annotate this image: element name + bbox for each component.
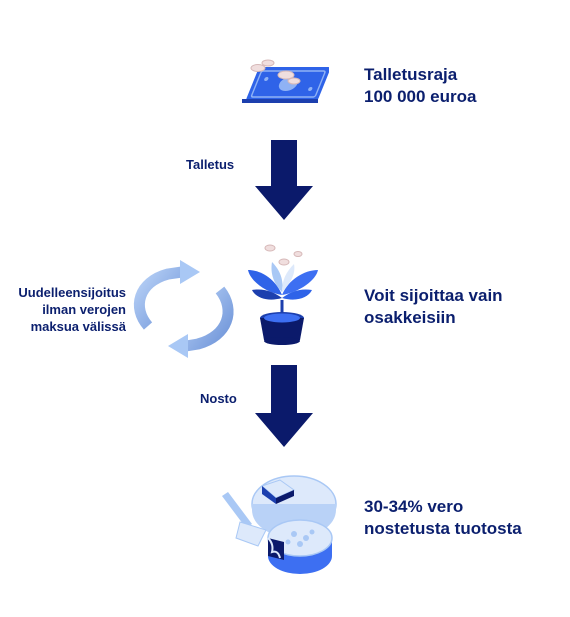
down-arrow-icon	[255, 140, 313, 220]
money-bill-icon	[234, 55, 329, 113]
deposit-label: Talletus	[186, 157, 235, 172]
reinvest-label: Uudelleensijoitus ilman verojen maksua v…	[18, 285, 126, 334]
tax-label: 30-34% vero nostetusta tuotosta	[364, 497, 522, 538]
potted-plant-icon	[244, 240, 322, 348]
withdraw-label: Nosto	[200, 391, 237, 406]
deposit-limit-label: Talletusraja 100 000 euroa	[364, 65, 477, 106]
down-arrow-icon	[255, 365, 313, 447]
pie-cake-icon	[218, 472, 342, 582]
invest-label: Voit sijoittaa vain osakkeisiin	[364, 286, 503, 327]
cycle-arrows-icon	[128, 258, 240, 360]
